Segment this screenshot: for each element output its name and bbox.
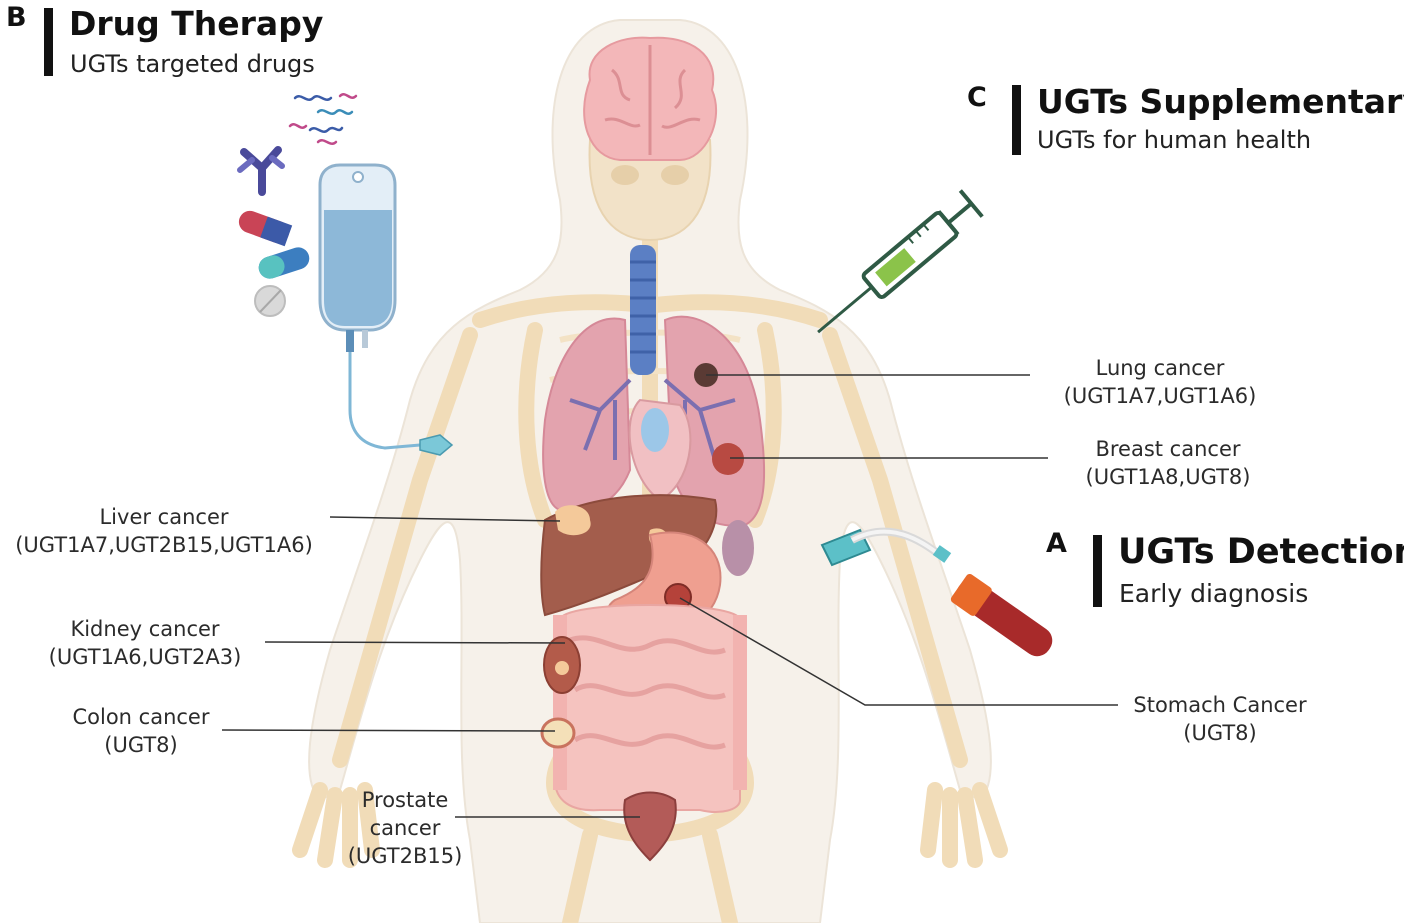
panel-c-bar xyxy=(1012,85,1021,155)
panel-b-subtitle: UGTs targeted drugs xyxy=(70,50,315,78)
kidney-cancer-label: Kidney cancer (UGT1A6,UGT2A3) xyxy=(38,615,252,671)
liver-cancer-label: Liver cancer (UGT1A7,UGT2B15,UGT1A6) xyxy=(0,503,328,559)
syringe-icon xyxy=(817,189,984,334)
prostate-cancer-name-line1: Prostate xyxy=(361,788,449,812)
breast-cancer-genes: (UGT1A8,UGT8) xyxy=(1085,465,1251,489)
bladder-prostate xyxy=(623,791,677,862)
capsule-teal-blue-icon xyxy=(258,247,310,279)
liver-callout-line xyxy=(329,516,561,522)
panel-c-title: UGTs Supplementary xyxy=(1037,82,1404,121)
panel-b-bar xyxy=(44,8,53,76)
colon-tumor xyxy=(540,717,576,749)
callout-lines xyxy=(221,374,1118,818)
colon-cancer-genes: (UGT8) xyxy=(104,733,178,757)
panel-letter-a: A xyxy=(1046,528,1067,559)
breast-cancer-label: Breast cancer (UGT1A8,UGT8) xyxy=(1068,435,1268,491)
colon-cancer-label: Colon cancer (UGT8) xyxy=(58,703,224,759)
kidney-cancer-genes: (UGT1A6,UGT2A3) xyxy=(48,645,242,669)
colon-cancer-name: Colon cancer xyxy=(72,705,210,729)
stomach-cancer-name: Stomach Cancer xyxy=(1133,693,1307,717)
lung-cancer-name: Lung cancer xyxy=(1095,356,1225,380)
capsule-red-blue-icon xyxy=(238,210,293,247)
kidney-cancer-name: Kidney cancer xyxy=(70,617,220,641)
panel-a-bar xyxy=(1093,535,1102,607)
liver-cancer-genes: (UGT1A7,UGT2B15,UGT1A6) xyxy=(15,533,313,557)
trachea xyxy=(630,245,656,375)
molecule-squiggles-icon xyxy=(288,93,358,145)
spleen xyxy=(722,520,754,576)
intestines xyxy=(553,604,747,813)
panel-a-subtitle: Early diagnosis xyxy=(1119,579,1309,608)
panel-b-title: Drug Therapy xyxy=(69,4,324,43)
lungs xyxy=(542,315,766,527)
lung-cancer-label: Lung cancer (UGT1A7,UGT1A6) xyxy=(1060,354,1260,410)
prostate-cancer-genes: (UGT2B15) xyxy=(347,844,463,868)
blood-collection-icon xyxy=(820,527,1053,657)
prostate-cancer-label: Prostate cancer (UGT2B15) xyxy=(330,786,480,870)
tablet-pill-icon xyxy=(254,285,286,317)
breast-cancer-name: Breast cancer xyxy=(1095,437,1241,461)
stomach-cancer-genes: (UGT8) xyxy=(1183,721,1257,745)
kidney xyxy=(543,636,581,694)
panel-letter-b: B xyxy=(6,2,27,33)
stomach-callout-line xyxy=(679,597,1118,706)
iv-bag-icon xyxy=(318,163,454,456)
skull xyxy=(588,139,712,242)
brain xyxy=(583,36,717,161)
heart xyxy=(628,398,692,502)
prostate-cancer-name-line2: cancer xyxy=(369,816,441,840)
stomach-cancer-label: Stomach Cancer (UGT8) xyxy=(1120,691,1320,747)
antibody-icon xyxy=(237,146,285,196)
colon-callout-line xyxy=(221,729,556,732)
panel-letter-c: C xyxy=(967,82,987,113)
lung-cancer-genes: (UGT1A7,UGT1A6) xyxy=(1063,384,1257,408)
liver-cancer-name: Liver cancer xyxy=(99,505,229,529)
breast-tumor xyxy=(712,443,744,475)
panel-c-subtitle: UGTs for human health xyxy=(1037,126,1312,154)
panel-a-title: UGTs Detection xyxy=(1118,532,1404,572)
kidney-callout-line xyxy=(264,641,566,644)
